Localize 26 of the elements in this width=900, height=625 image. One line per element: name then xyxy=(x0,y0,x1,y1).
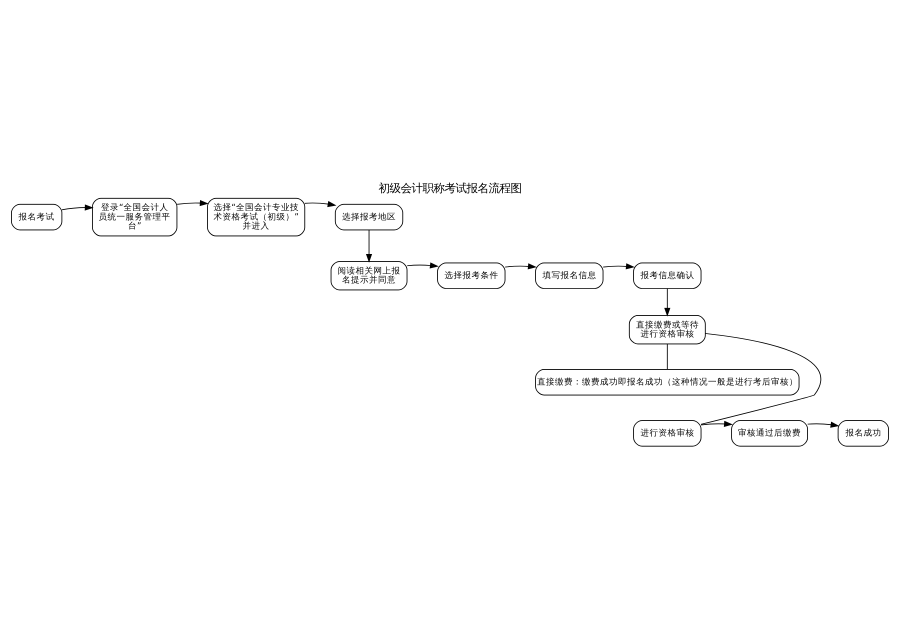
arrow xyxy=(62,204,94,210)
node-box: 选择报考条件 xyxy=(437,262,506,288)
node-box: 审核通过后缴费 xyxy=(731,420,808,446)
arrow xyxy=(366,229,372,262)
node-box: 报考信息确认 xyxy=(633,262,702,288)
arrow xyxy=(176,200,209,206)
node-box: 选择报考地区 xyxy=(334,203,404,230)
arrow xyxy=(807,421,840,428)
node-box: 直接缴费或等待进行资格审核 xyxy=(628,314,706,344)
node-box: 阅读相关网上报名提示并同意 xyxy=(330,260,408,290)
diagram-title: 初级会计职称考试报名流程图 xyxy=(378,180,522,194)
connector xyxy=(700,332,822,424)
node-box: 报名考试 xyxy=(11,203,62,230)
arrow xyxy=(664,288,670,316)
arrow xyxy=(406,262,439,268)
arrow xyxy=(304,200,336,207)
node-box: 进行资格审核 xyxy=(633,420,702,446)
node-box: 直接缴费：缴费成功即报名成功（这种情况一般是进行考后审核） xyxy=(535,368,800,395)
arrow xyxy=(602,262,635,269)
node-box: 选择“全国会计专业技术资格考试（初级）”并进入 xyxy=(207,197,306,236)
node-box: 报名成功 xyxy=(838,420,889,446)
node-box: 登录“全国会计人员统一服务管理平台” xyxy=(92,197,178,236)
arrow xyxy=(504,262,537,269)
node-box: 填写报名信息 xyxy=(535,262,604,288)
connector xyxy=(666,343,668,370)
arrow xyxy=(700,420,733,426)
